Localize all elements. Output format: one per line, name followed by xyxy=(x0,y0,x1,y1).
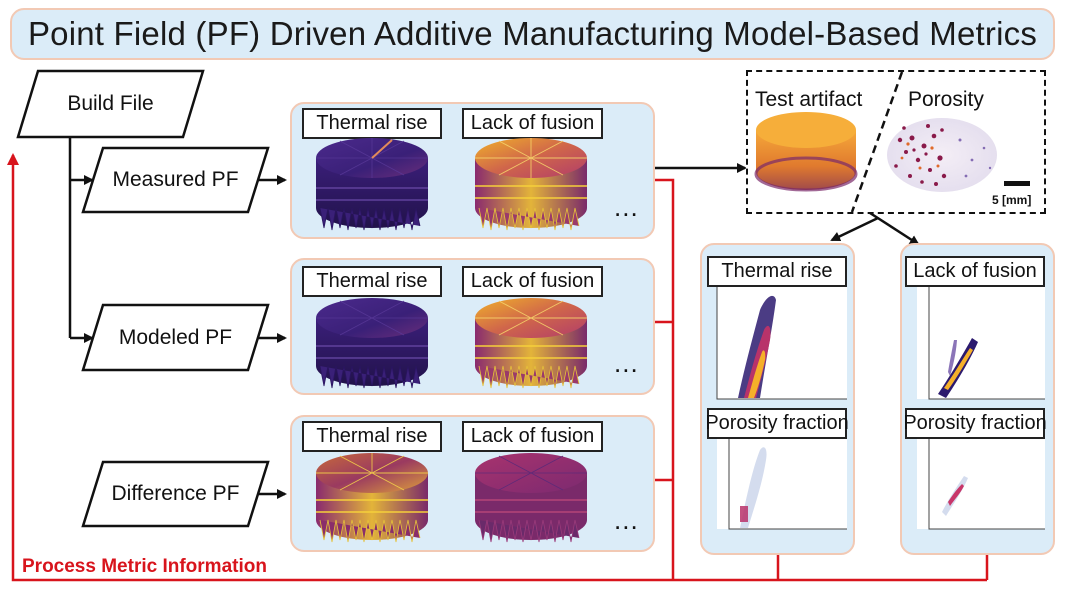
scale-bar xyxy=(1004,181,1030,186)
row3-lack-render xyxy=(475,453,587,543)
porosity-label: Porosity xyxy=(908,88,984,111)
modeled-pf-shape xyxy=(81,303,270,372)
corr2-bottom-plot xyxy=(917,439,1045,530)
build-file-shape xyxy=(16,69,205,139)
validation-divider xyxy=(850,71,904,213)
row2-more: ... xyxy=(614,348,639,378)
row1-lack-render xyxy=(475,138,587,231)
feedback-label: Process Metric Information xyxy=(22,556,267,577)
row3-thermal-render xyxy=(316,453,428,543)
input-shapes xyxy=(16,69,270,528)
corr1-top-label: Thermal rise xyxy=(707,256,847,287)
row2-thermal-render xyxy=(316,298,428,389)
feedback-loop xyxy=(6,153,989,582)
scale-bar-label: 5 [mm] xyxy=(992,193,1032,207)
row3-more: ... xyxy=(614,505,639,535)
test-artifact-label: Test artifact xyxy=(755,88,863,111)
measured-pf-label: Measured PF xyxy=(112,168,239,191)
difference-pf-shape xyxy=(81,460,270,528)
measured-pf-shape xyxy=(81,146,270,214)
corr1-bottom-label: Porosity fraction xyxy=(705,408,849,439)
modeled-pf-label: Modeled PF xyxy=(118,325,233,349)
row1-thermal-render xyxy=(316,138,428,231)
corr2-bottom-label: Porosity fraction xyxy=(903,408,1047,439)
title-banner: Point Field (PF) Driven Additive Manufac… xyxy=(10,8,1055,60)
corr2-top-label: Lack of fusion xyxy=(905,256,1045,287)
row3-lack-label: Lack of fusion xyxy=(462,421,603,452)
row3-thermal-label: Thermal rise xyxy=(302,421,442,452)
build-file-branches xyxy=(68,138,920,499)
row2-lack-label: Lack of fusion xyxy=(462,266,603,297)
row2-lack-render xyxy=(475,298,587,389)
difference-pf-label: Difference PF xyxy=(111,482,240,505)
test-artifact-render xyxy=(754,112,858,192)
page-title: Point Field (PF) Driven Additive Manufac… xyxy=(27,15,1038,52)
build-file-label: Build File xyxy=(67,92,154,115)
row1-lack-label: Lack of fusion xyxy=(462,108,603,139)
row2-thermal-label: Thermal rise xyxy=(302,266,442,297)
porosity-render xyxy=(887,118,997,192)
corr1-bottom-plot xyxy=(717,439,847,530)
row1-more: ... xyxy=(614,192,639,222)
corr2-top-plot xyxy=(917,287,1045,400)
corr1-top-plot xyxy=(716,287,847,400)
